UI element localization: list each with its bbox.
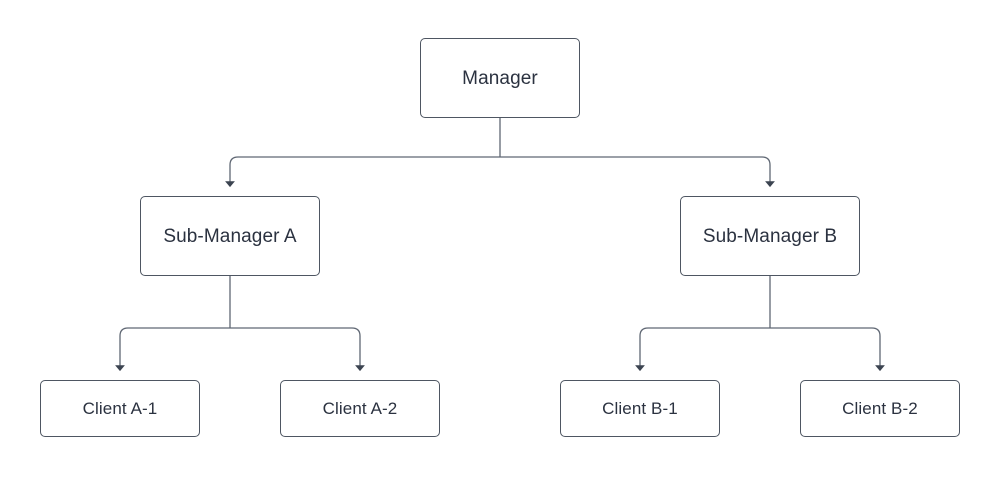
connector-sub-manager-a-to-client-a-1 — [115, 327, 230, 372]
connector-sub-manager-b-to-client-b-1 — [635, 327, 770, 372]
node-manager[interactable]: Manager — [420, 38, 580, 118]
node-label: Client A-2 — [322, 399, 398, 418]
node-label: Manager — [462, 67, 538, 89]
node-client-a-1[interactable]: Client A-1 — [40, 380, 200, 437]
node-client-b-2[interactable]: Client B-2 — [800, 380, 960, 437]
node-label: Client A-1 — [82, 399, 158, 418]
connector-sub-manager-a-to-client-a-2 — [230, 327, 365, 372]
node-sub-manager-a[interactable]: Sub-Manager A — [140, 196, 320, 276]
node-label: Sub-Manager B — [702, 225, 838, 247]
node-label: Client B-1 — [602, 399, 678, 418]
node-sub-manager-b[interactable]: Sub-Manager B — [680, 196, 860, 276]
node-label: Client B-2 — [842, 399, 918, 418]
connector-manager-to-sub-manager-b — [500, 156, 775, 188]
node-client-a-2[interactable]: Client A-2 — [280, 380, 440, 437]
connector-sub-manager-b-to-client-b-2 — [770, 327, 885, 372]
node-label: Sub-Manager A — [163, 225, 297, 247]
node-client-b-1[interactable]: Client B-1 — [560, 380, 720, 437]
connector-manager-to-sub-manager-a — [225, 156, 500, 188]
